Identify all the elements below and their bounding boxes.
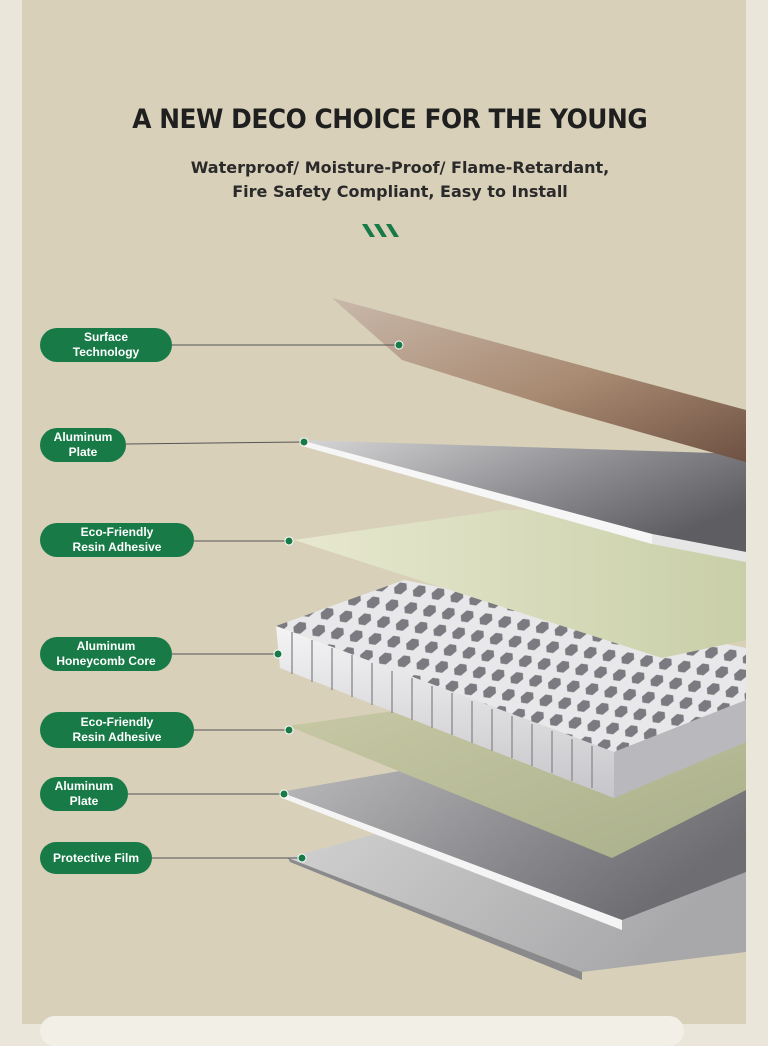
subtitle-line-2: Fire Safety Compliant, Easy to Install <box>232 182 568 201</box>
label-resin-adhesive-lower: Eco-Friendly Resin Adhesive <box>40 712 194 748</box>
label-line: Resin Adhesive <box>72 730 162 744</box>
label-line: Eco-Friendly <box>80 715 154 729</box>
product-panel: A NEW DECO CHOICE FOR THE YOUNG Waterpro… <box>22 0 746 1024</box>
label-line: Resin Adhesive <box>72 540 162 554</box>
layer-resin-adhesive-upper <box>294 510 746 658</box>
triple-chevron-icon <box>362 224 399 237</box>
label-aluminum-plate-lower: Aluminum Plate <box>40 777 128 811</box>
page-title: A NEW DECO CHOICE FOR THE YOUNG <box>132 104 648 135</box>
layer-surface-technology <box>332 298 746 462</box>
label-line: Honeycomb Core <box>56 654 156 668</box>
label-protective-film: Protective Film <box>40 842 152 874</box>
label-line: Aluminum <box>54 779 114 793</box>
layer-honeycomb-core <box>276 580 746 798</box>
label-line: Surface <box>83 330 129 344</box>
label-line: Aluminum <box>76 639 136 653</box>
label-line: Protective Film <box>52 850 140 865</box>
subtitle-line-1: Waterproof/ Moisture-Proof/ Flame-Retard… <box>190 158 610 177</box>
label-honeycomb-core: Aluminum Honeycomb Core <box>40 637 172 671</box>
label-line: Eco-Friendly <box>80 525 154 539</box>
label-surface-technology: Surface Technology <box>40 328 172 362</box>
label-line: Aluminum <box>53 430 113 444</box>
label-resin-adhesive-upper: Eco-Friendly Resin Adhesive <box>40 523 194 557</box>
layer-aluminum-plate-upper <box>300 440 746 552</box>
label-line: Plate <box>69 794 99 808</box>
layer-diagram <box>125 298 746 980</box>
label-line: Plate <box>68 445 98 459</box>
label-line: Technology <box>72 345 140 359</box>
bottom-card-edge <box>40 1016 684 1046</box>
label-aluminum-plate-upper: Aluminum Plate <box>40 428 126 462</box>
